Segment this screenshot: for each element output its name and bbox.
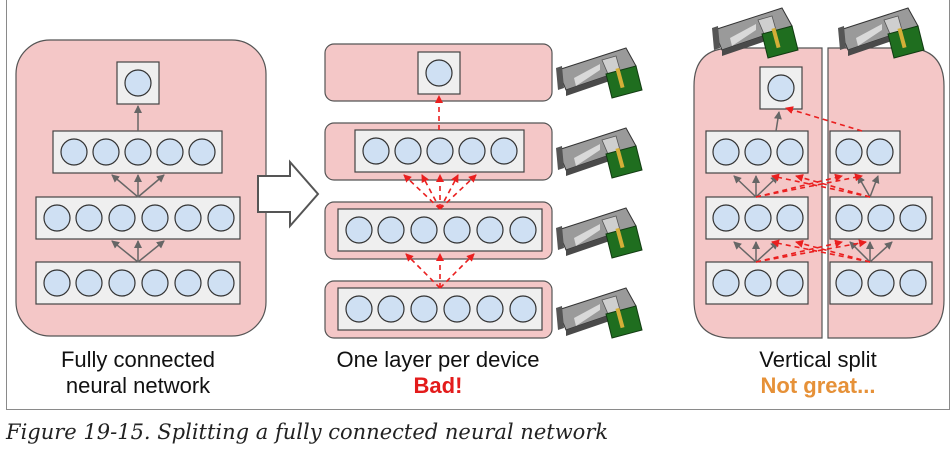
neuron [60,138,88,166]
neuron [377,216,405,244]
neuron [174,269,202,297]
neuron [712,269,740,297]
panel-label: neural network [66,373,211,398]
neuron [394,137,422,165]
neuron [345,295,373,323]
figure-caption: Figure 19-15. Splitting a fully connecte… [6,420,609,444]
neuron [776,138,804,166]
neuron [124,69,152,97]
panel-verdict: Not great... [761,373,876,398]
neuron [188,138,216,166]
neuron [141,204,169,232]
neuron [124,138,152,166]
panel-label: One layer per device [337,347,540,372]
neuron [744,204,772,232]
neuron [443,216,471,244]
neuron [458,137,486,165]
neuron [744,269,772,297]
neuron [377,295,405,323]
figure-frame [6,0,950,410]
neuron [476,216,504,244]
right-arrow-icon [257,159,320,229]
neuron [443,295,471,323]
panel-vertical-split: Vertical split Not great... [693,7,945,398]
neuron [174,204,202,232]
neuron [866,138,894,166]
neuron [425,59,453,87]
neuron [767,74,795,102]
neuron [207,204,235,232]
panel-label: Fully connected [61,347,215,372]
neuron [899,204,927,232]
neural-network-split-diagram: Fully connected neural network [15,7,945,398]
neuron [207,269,235,297]
neuron [712,138,740,166]
neuron [867,269,895,297]
gpu-card-icon [555,127,643,179]
panel-fully-connected: Fully connected neural network [15,39,267,398]
panel-verdict: Bad! [414,373,463,398]
neuron [509,295,537,323]
neuron [75,269,103,297]
neuron [867,204,895,232]
neuron [776,204,804,232]
neuron [108,204,136,232]
neuron [835,269,863,297]
neuron [108,269,136,297]
neuron [509,216,537,244]
neuron [476,295,504,323]
panel-label: Vertical split [759,347,876,372]
neuron [490,137,518,165]
neuron [410,295,438,323]
neuron [92,138,120,166]
neuron [712,204,740,232]
neuron [410,216,438,244]
panel-one-layer-per-device: One layer per device Bad! [324,43,643,398]
gpu-card-icon [555,287,643,339]
neuron [362,137,390,165]
neuron [156,138,184,166]
neuron [426,137,454,165]
neuron [899,269,927,297]
neuron [345,216,373,244]
gpu-card-icon [555,207,643,259]
neuron [141,269,169,297]
neuron [835,204,863,232]
neuron [43,204,71,232]
neuron [744,138,772,166]
neuron [43,269,71,297]
neuron [835,138,863,166]
neuron [776,269,804,297]
neuron [75,204,103,232]
gpu-card-icon [555,47,643,99]
